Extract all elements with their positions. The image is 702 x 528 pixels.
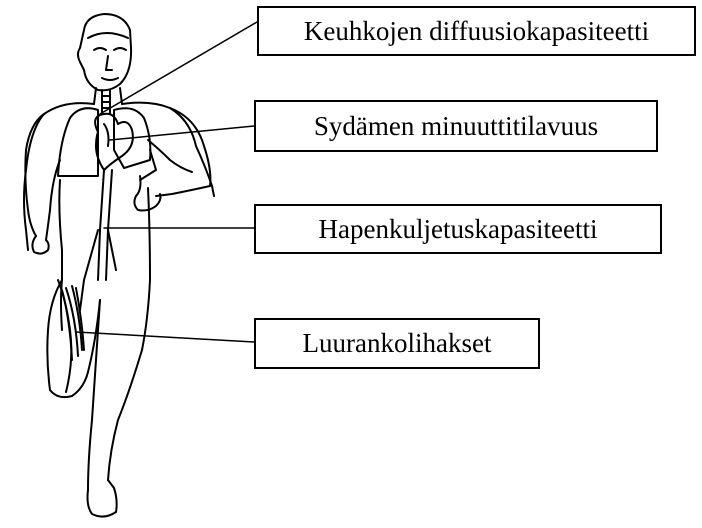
head <box>78 14 131 90</box>
label-cardiac-output: Sydämen minuuttitilavuus <box>254 100 658 152</box>
left-arm <box>25 114 60 254</box>
blood-vessels <box>80 170 116 310</box>
muscle-strands <box>62 286 82 360</box>
leader-line-skeletal-muscles <box>76 332 254 342</box>
lungs <box>58 108 150 176</box>
label-oxygen-transport-capacity: Hapenkuljetuskapasiteetti <box>254 204 662 254</box>
label-lung-diffusion-capacity: Keuhkojen diffuusiokapasiteetti <box>257 6 696 56</box>
label-skeletal-muscles: Luurankolihakset <box>254 318 540 369</box>
